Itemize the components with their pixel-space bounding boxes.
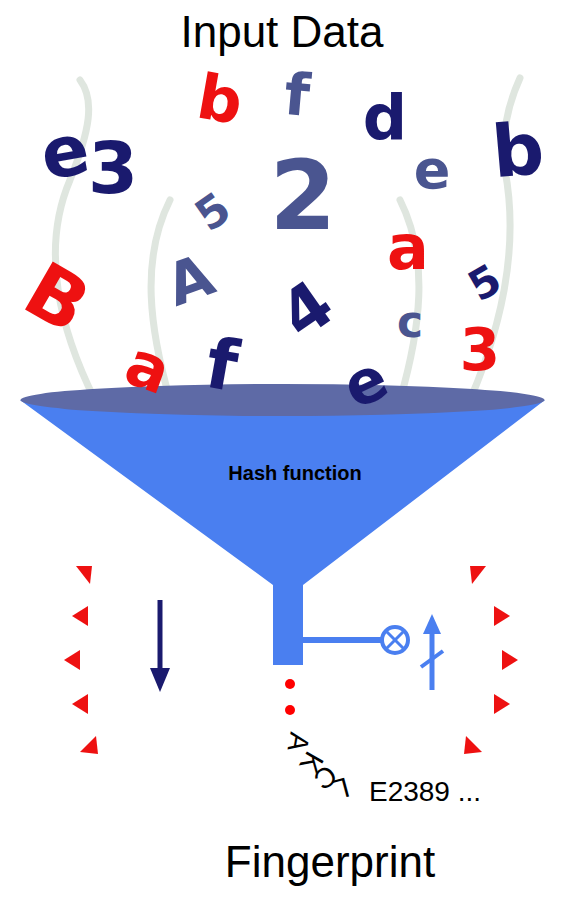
- input-symbol: 4: [269, 270, 344, 350]
- input-symbol: 2: [270, 148, 337, 244]
- input-symbol: d: [363, 87, 407, 149]
- input-symbol: f: [282, 65, 312, 125]
- valve-symbol: [303, 627, 408, 653]
- funnel-shape: [15, 370, 550, 670]
- input-symbol: c: [397, 300, 423, 344]
- diagram-title: Input Data: [180, 10, 383, 54]
- input-symbol: 5: [188, 185, 238, 239]
- input-symbol: A: [159, 245, 221, 315]
- input-symbol: B: [13, 251, 101, 346]
- fingerprint-text: L: [330, 772, 352, 803]
- blocked-arrow: [421, 614, 443, 690]
- diagram-caption: Fingerprint: [225, 840, 435, 884]
- one-way-arrow: [150, 600, 170, 692]
- input-symbol: 5: [462, 258, 508, 309]
- output-dots: [285, 679, 295, 715]
- input-symbol: e: [414, 143, 451, 197]
- input-symbol: a: [387, 217, 429, 279]
- input-streams: [55, 78, 520, 400]
- input-symbol: b: [489, 112, 547, 188]
- input-symbol: 3: [460, 321, 500, 379]
- hash-funnel: Hash function: [15, 370, 550, 670]
- input-symbol: 3: [88, 132, 138, 204]
- input-symbol: b: [193, 66, 247, 135]
- fingerprint-text: E2389 ...: [369, 778, 481, 806]
- funnel-label: Hash function: [228, 463, 361, 483]
